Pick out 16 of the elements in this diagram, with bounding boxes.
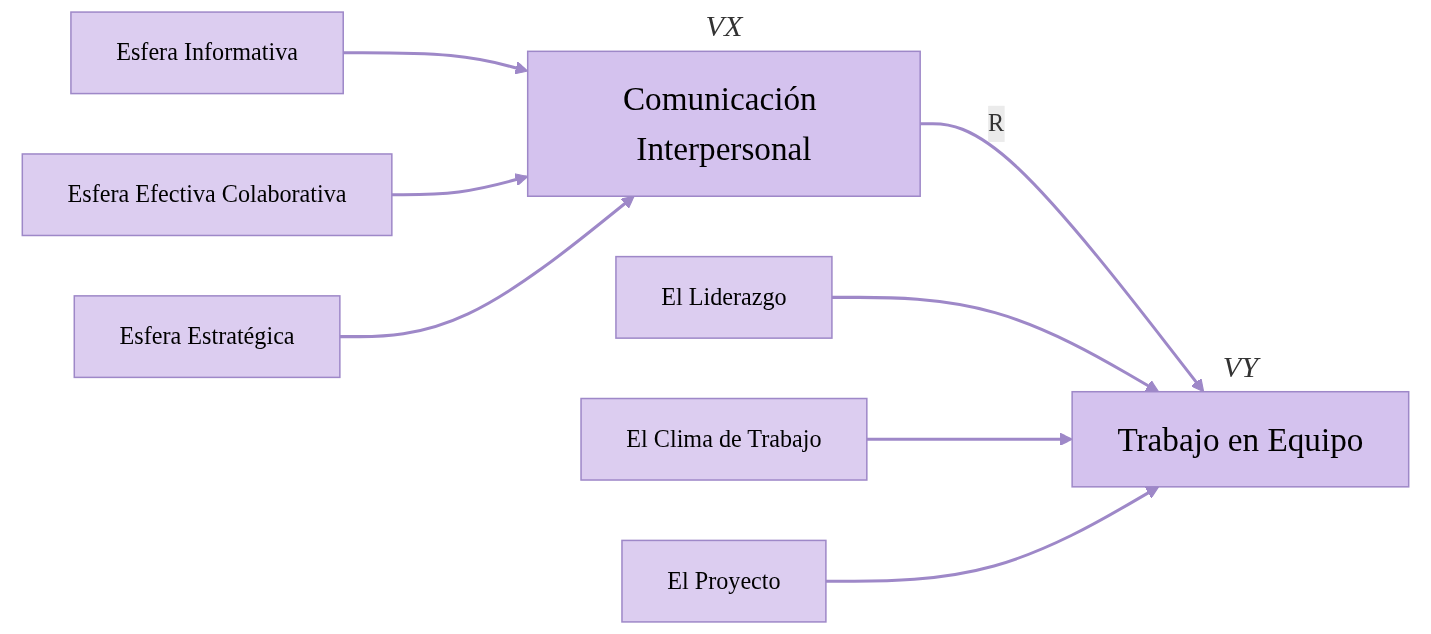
arrow xyxy=(339,195,635,339)
variable-label: VX xyxy=(705,9,743,44)
node-box: Esfera Informativa xyxy=(70,11,344,95)
node-box: El Clima de Trabajo xyxy=(580,397,868,481)
edge-label: R xyxy=(988,110,1005,136)
arrow xyxy=(920,122,1205,393)
variable-label: VY xyxy=(1222,349,1259,384)
arrow xyxy=(825,486,1160,583)
node-box: El Proyecto xyxy=(621,539,827,623)
node-box: Esfera Efectiva Colaborativa xyxy=(21,153,393,237)
node-box: Esfera Estratégica xyxy=(73,295,341,379)
node-box: El Liderazgo xyxy=(615,255,833,339)
arrow xyxy=(866,432,1073,446)
node-box: Trabajo en Equipo xyxy=(1071,390,1410,488)
arrow xyxy=(831,295,1160,393)
node-box: Comunicación Interpersonal xyxy=(526,50,921,197)
